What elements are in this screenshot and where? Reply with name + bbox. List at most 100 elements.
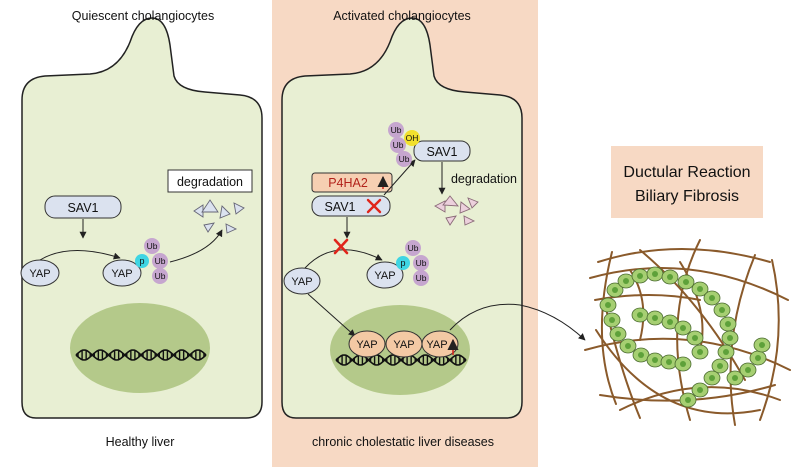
nuclear-yap-1 — [348, 330, 386, 358]
yap-phosphorylated-protein — [366, 261, 404, 289]
fragment-triangle — [219, 205, 231, 219]
fragment-triangle — [467, 197, 479, 209]
hydroxyl-group — [404, 130, 420, 146]
dna-helix — [75, 349, 207, 361]
right-panel-title: Activated cholangiocytes — [333, 9, 471, 23]
ubiquitin-3-label: Ub — [416, 273, 427, 283]
phospho-label: p — [400, 258, 405, 268]
quiescent-cholangiocyte — [21, 17, 263, 419]
nuclear-yap-1-label: YAP — [356, 339, 377, 351]
ubiquitin-2-label: Ub — [155, 256, 166, 266]
dna-strand — [75, 349, 207, 361]
phospho-label: p — [139, 256, 144, 266]
sav1-protein — [44, 195, 122, 219]
duct-cell-nucleus — [667, 274, 673, 280]
fragment-triangle — [203, 222, 215, 233]
yap-phosphorylation-arrow — [39, 250, 121, 261]
ubiquitin-3 — [413, 270, 429, 286]
duct-cell-nucleus — [637, 273, 643, 279]
yap-protein — [283, 267, 321, 295]
ubiquitin-top-3 — [396, 151, 412, 167]
right-panel-caption: chronic cholestatic liver diseases — [312, 435, 494, 449]
yap-phosphorylated-label: YAP — [374, 270, 395, 282]
duct-cell-nucleus — [692, 335, 698, 341]
nucleus — [70, 303, 210, 393]
outcome-arrow — [449, 303, 586, 341]
fragment-triangle — [442, 195, 459, 207]
sav1-label: SAV1 — [67, 201, 98, 215]
duct-cell-nucleus — [666, 359, 672, 365]
duct-cell-nucleus — [615, 331, 621, 337]
phospho-group — [135, 254, 149, 268]
duct-cell-nucleus — [652, 271, 658, 277]
ubiquitin-1 — [144, 238, 160, 254]
duct-cell-nucleus — [612, 287, 618, 293]
left-panel-caption: Healthy liver — [106, 435, 175, 449]
outcome-box — [611, 146, 763, 218]
duct-cell-nucleus — [723, 349, 729, 355]
phosphorylation-blocked-mark — [333, 238, 349, 255]
duct-cell-nucleus — [605, 302, 611, 308]
degraded-fragments — [434, 195, 479, 226]
hydroxyl-label: OH — [406, 133, 419, 143]
ubiquitin-top-2-label: Ub — [393, 140, 404, 150]
duct-cell-nucleus — [719, 307, 725, 313]
nuclear-yap-2-label: YAP — [393, 339, 414, 351]
duct-cell-nucleus — [732, 375, 738, 381]
duct-cell-nucleus — [745, 367, 751, 373]
phospho-group — [396, 256, 410, 270]
collagen-fibre — [639, 249, 746, 381]
duct-cell-nucleus — [709, 295, 715, 301]
degradation-box — [167, 169, 253, 193]
fragment-triangle — [463, 215, 476, 226]
yap-phosphorylated-protein — [102, 259, 142, 287]
ubiquitin-top-3-label: Ub — [399, 154, 410, 164]
degraded-fragments — [193, 199, 245, 234]
biliary-fibrosis-illustration — [584, 239, 791, 426]
outcome-line-2: Biliary Fibrosis — [635, 188, 739, 205]
duct-cell-nucleus — [637, 312, 643, 318]
collagen-fibre — [589, 267, 789, 301]
collagen-fibre — [597, 248, 771, 263]
cell-membrane — [281, 17, 523, 419]
duct-cell-nucleus — [625, 343, 631, 349]
p4ha2-protein — [311, 172, 393, 193]
duct-cell-nucleus — [680, 325, 686, 331]
ubiquitin-top-1 — [388, 122, 404, 138]
sav1-modified-label: SAV1 — [426, 145, 457, 159]
outcome-line-1: Ductular Reaction — [623, 164, 750, 181]
ubiquitin-top-1-label: Ub — [391, 125, 402, 135]
degradation-label: degradation — [451, 172, 517, 186]
yap-nuclear-translocation-arrow — [307, 293, 356, 337]
fragment-triangle — [434, 200, 446, 213]
yap-phosphorylated-label: YAP — [111, 268, 132, 280]
ubiquitin-1 — [405, 240, 421, 256]
ubiquitin-3 — [152, 268, 168, 284]
ubiquitin-1-label: Ub — [147, 241, 158, 251]
fragment-triangle — [445, 215, 457, 226]
duct-cell-nucleus — [755, 355, 761, 361]
duct-cell-nucleus — [709, 375, 715, 381]
nuclear-yap-3-label: YAP — [426, 339, 447, 351]
duct-cell-nucleus — [680, 361, 686, 367]
yap-label: YAP — [29, 268, 50, 280]
fragment-triangle — [225, 223, 238, 234]
duct-cell-nucleus — [638, 352, 644, 358]
duct-cell-nucleus — [652, 357, 658, 363]
sav1-modified-protein — [413, 140, 471, 162]
collagen-fibre — [600, 251, 617, 405]
yap-label: YAP — [291, 276, 312, 288]
p4ha2-label: P4HA2 — [328, 176, 368, 190]
duct-cell-nucleus — [683, 279, 689, 285]
sav1-label: SAV1 — [324, 200, 355, 214]
fragment-triangle — [233, 202, 245, 215]
duct-cell-nucleus — [717, 363, 723, 369]
duct-cell-nucleus — [652, 315, 658, 321]
ubiquitin-top-2 — [390, 137, 406, 153]
duct-cell-nucleus — [697, 349, 703, 355]
duct-cell-nucleus — [697, 286, 703, 292]
duct-cell-nucleus — [685, 397, 691, 403]
ubiquitin-2 — [413, 255, 429, 271]
duct-cell-nucleus — [725, 321, 731, 327]
